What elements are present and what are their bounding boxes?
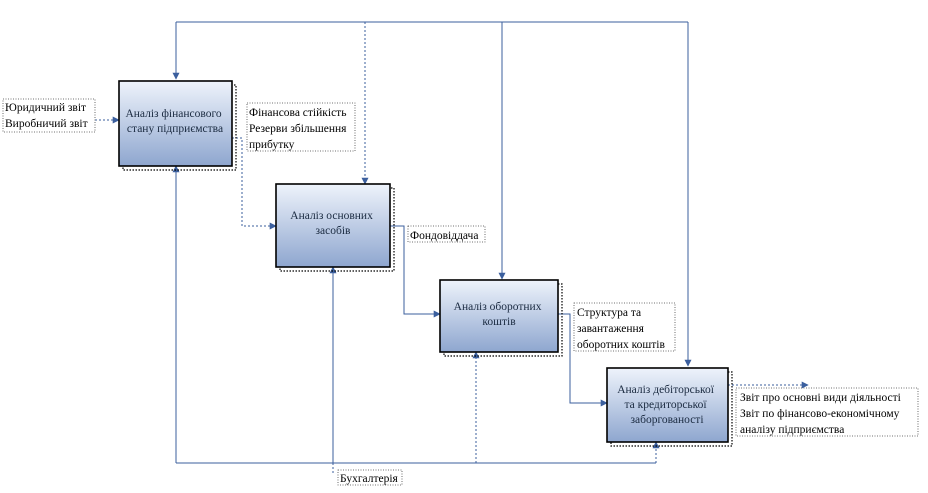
fin-output-line-2: Резерви збільшення (249, 123, 347, 135)
input-label-line-2: Виробничий звіт (5, 118, 88, 130)
box-fixed-line-1: Аналіз основних (290, 210, 373, 222)
box-fixed-line-2: засобів (316, 225, 352, 237)
fin-output-label: Фінансова стійкість Резерви збільшення п… (249, 107, 349, 151)
label-frames (2, 98, 919, 486)
final-output-line-3: аналізу підприємства (740, 424, 844, 436)
svg-text:Аналіз дебіторської та к: Аналіз дебіторської та кредиторської заб… (617, 384, 717, 426)
svg-text:Аналіз оборотних коштів: Аналіз оборотних коштів (454, 301, 545, 328)
box-fin-line-1: Аналіз фінансового (125, 108, 221, 120)
box-debt-line-1: Аналіз дебіторської (617, 384, 714, 396)
box-debt[interactable]: Аналіз дебіторської та кредиторської заб… (606, 367, 733, 447)
box-current[interactable]: Аналіз оборотних коштів (439, 279, 563, 357)
flow-fin-to-fixed (232, 137, 277, 230)
fixed-output-line-1: Фондовіддача (410, 230, 478, 242)
box-debt-line-2: та кредиторської (625, 399, 708, 411)
current-output-line-3: оборотних коштів (577, 339, 665, 351)
box-fin-line-2: стану підприємства (127, 123, 223, 135)
svg-text:Аналіз основних засобів: Аналіз основних засобів (290, 210, 375, 237)
final-output-line-2: Звіт по фінансово-економічному (740, 408, 900, 420)
box-fixed[interactable]: Аналіз основних засобів (275, 183, 395, 272)
box-current-line-2: коштів (482, 316, 516, 328)
control-arrows (172, 21, 692, 367)
flow-arrows (232, 137, 809, 407)
flow-current-to-debt (558, 313, 608, 407)
final-output-label: Звіт про основні види діяльності Звіт по… (740, 392, 904, 436)
box-debt-line-3: заборгованості (630, 414, 703, 426)
current-output-line-1: Структура та (577, 307, 641, 319)
current-output-label: Структура та завантаження оборотних кошт… (577, 307, 665, 351)
box-current-line-1: Аналіз оборотних (454, 301, 542, 313)
fixed-output-label: Фондовіддача (410, 230, 478, 242)
flow-fixed-to-current (390, 225, 441, 318)
mechanism-label-line-1: Бухгалтерія (340, 473, 399, 485)
fin-output-line-3: прибутку (249, 139, 295, 151)
current-output-line-2: завантаження (577, 323, 645, 335)
mechanism-arrows (172, 165, 660, 474)
fin-output-line-1: Фінансова стійкість (249, 107, 346, 119)
svg-text:Аналіз фінансового стану: Аналіз фінансового стану підприємства (125, 108, 224, 135)
mechanism-label: Бухгалтерія (340, 473, 399, 485)
box-fin[interactable]: Аналіз фінансового стану підприємства (118, 80, 237, 171)
input-label-line-1: Юридичний звіт (5, 102, 86, 114)
final-output-line-1: Звіт про основні види діяльності (740, 392, 901, 404)
input-label: Юридичний звіт Виробничий звіт (5, 102, 89, 130)
